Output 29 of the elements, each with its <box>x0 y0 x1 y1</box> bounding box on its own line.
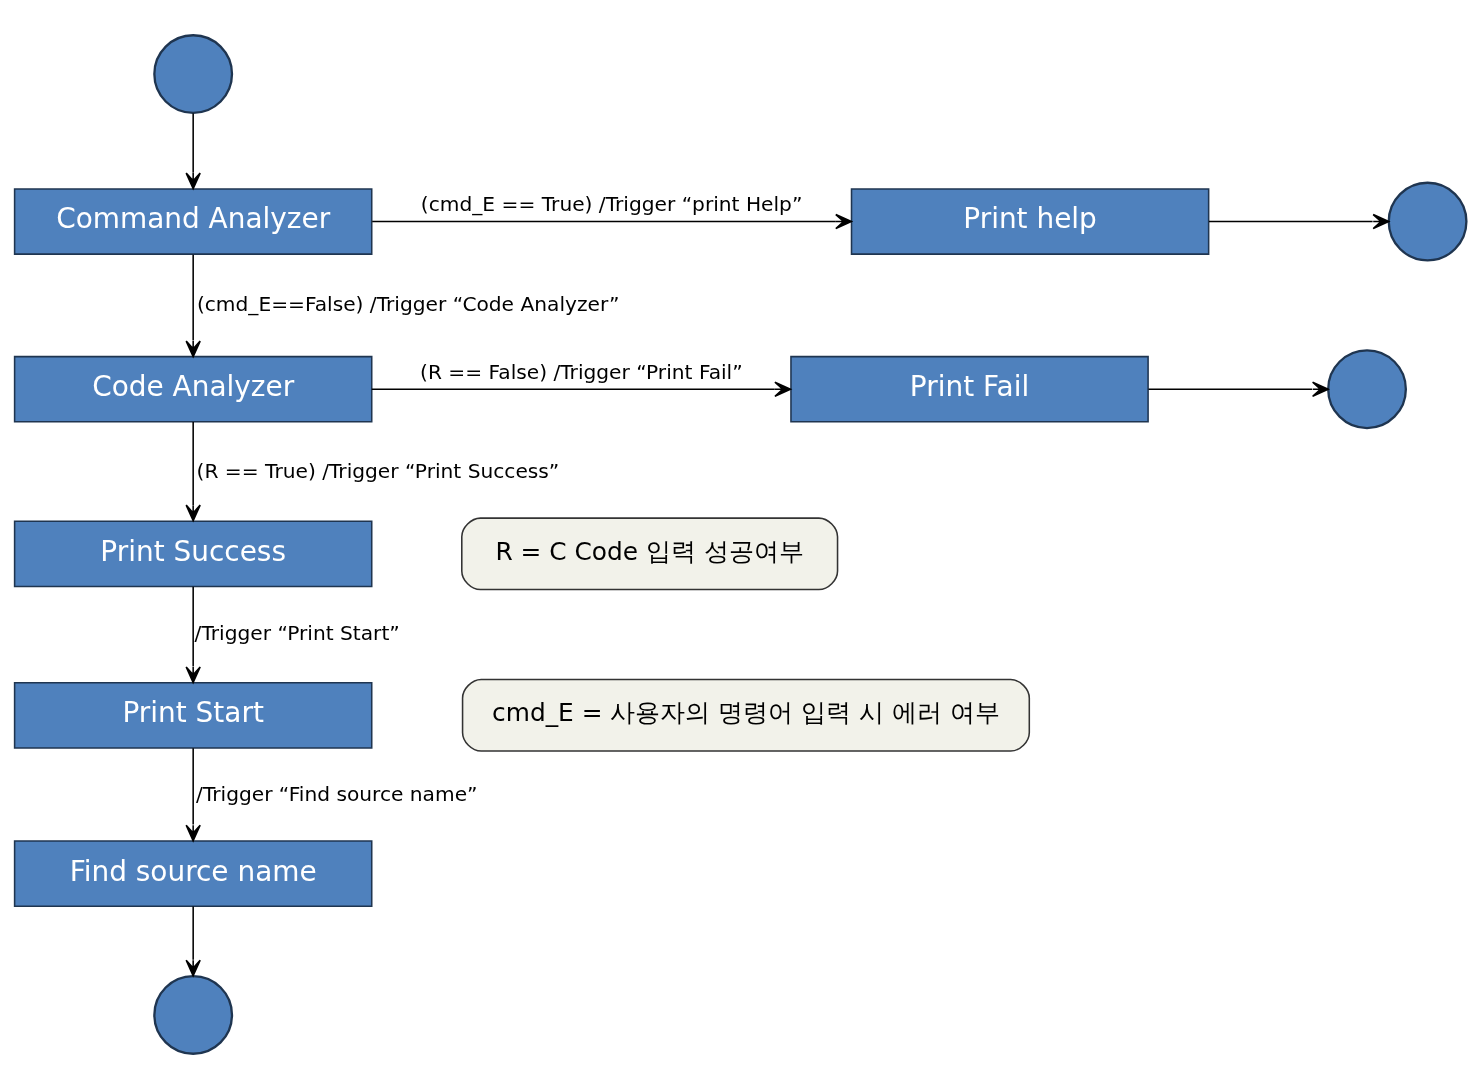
node-box: cmd_E = 사용자의 명령어 입력 시 에러 여부 <box>461 678 1031 752</box>
arrow <box>185 254 201 358</box>
node-box: Code Analyzer <box>13 355 373 423</box>
edge-label: (R == True) /Trigger “Print Success” <box>196 459 560 484</box>
node-box: Print help <box>850 188 1210 255</box>
arrow <box>371 381 792 397</box>
edge-label: /Trigger “Print Start” <box>194 620 400 645</box>
node-box: R = C Code 입력 성공여부 <box>461 517 839 591</box>
node-circle <box>153 975 234 1055</box>
edge-label: (cmd_E == True) /Trigger “print Help” <box>420 192 803 217</box>
edge-label: (R == False) /Trigger “Print Fail” <box>420 359 743 384</box>
node-box: Print Fail <box>790 355 1149 423</box>
arrow <box>1147 381 1329 397</box>
arrow <box>185 585 201 684</box>
arrow <box>371 213 853 230</box>
node-circle <box>153 34 234 114</box>
node-circle <box>1327 349 1407 430</box>
arrow <box>1208 213 1390 230</box>
edge-label: /Trigger “Find source name” <box>196 782 478 807</box>
arrow <box>185 905 201 977</box>
arrow <box>185 112 201 190</box>
node-box: Command Analyzer <box>13 188 373 255</box>
edge-label: (cmd_E==False) /Trigger “Code Analyzer” <box>196 291 620 316</box>
arrow <box>185 421 201 522</box>
node-box: Find source name <box>13 840 373 908</box>
node-box: Print Start <box>13 681 373 749</box>
node-box: Print Success <box>13 520 373 588</box>
node-circle <box>1387 181 1468 262</box>
arrow <box>185 747 201 842</box>
